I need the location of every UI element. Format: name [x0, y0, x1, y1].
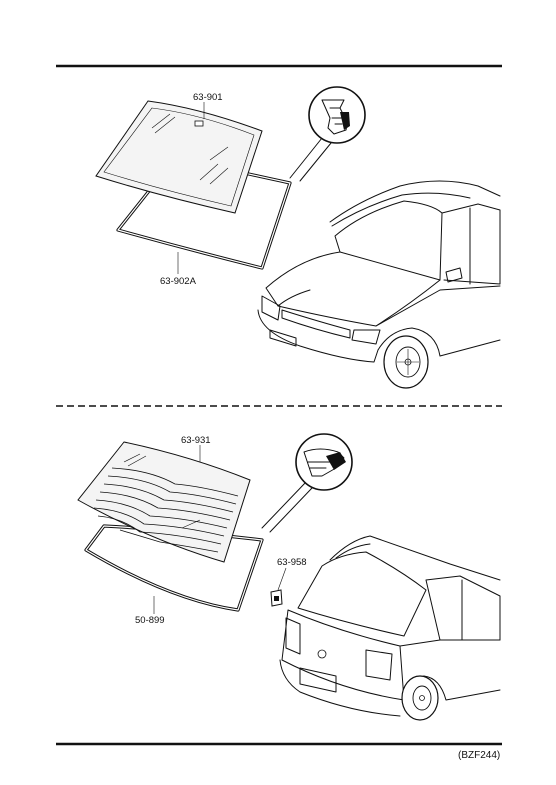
front-glass-glare	[151, 113, 229, 185]
label-63-902A: 63-902A	[160, 276, 197, 287]
rear-seal-detail-callout	[295, 433, 353, 491]
rear-window-glass[interactable]	[77, 441, 251, 563]
figure-code: (BZF244)	[458, 750, 500, 761]
rear-defroster-lines	[93, 467, 239, 553]
label-63-931: 63-931	[181, 435, 211, 446]
label-50-899: 50-899	[135, 615, 165, 626]
front-car-illustration	[257, 180, 501, 389]
front-windshield-group: 63-901 63-902A	[95, 86, 501, 389]
front-glass-sensor-tab	[194, 120, 204, 127]
front-seal-detail-callout	[308, 86, 366, 144]
front-windshield-glass[interactable]	[95, 100, 263, 214]
rear-car-illustration	[279, 535, 501, 721]
label-63-958: 63-958	[277, 557, 307, 568]
label-63-901: 63-901	[193, 92, 223, 103]
rear-window-group: 63-931 50-899 63-958	[77, 433, 501, 721]
rear-glass-glare	[123, 453, 201, 529]
